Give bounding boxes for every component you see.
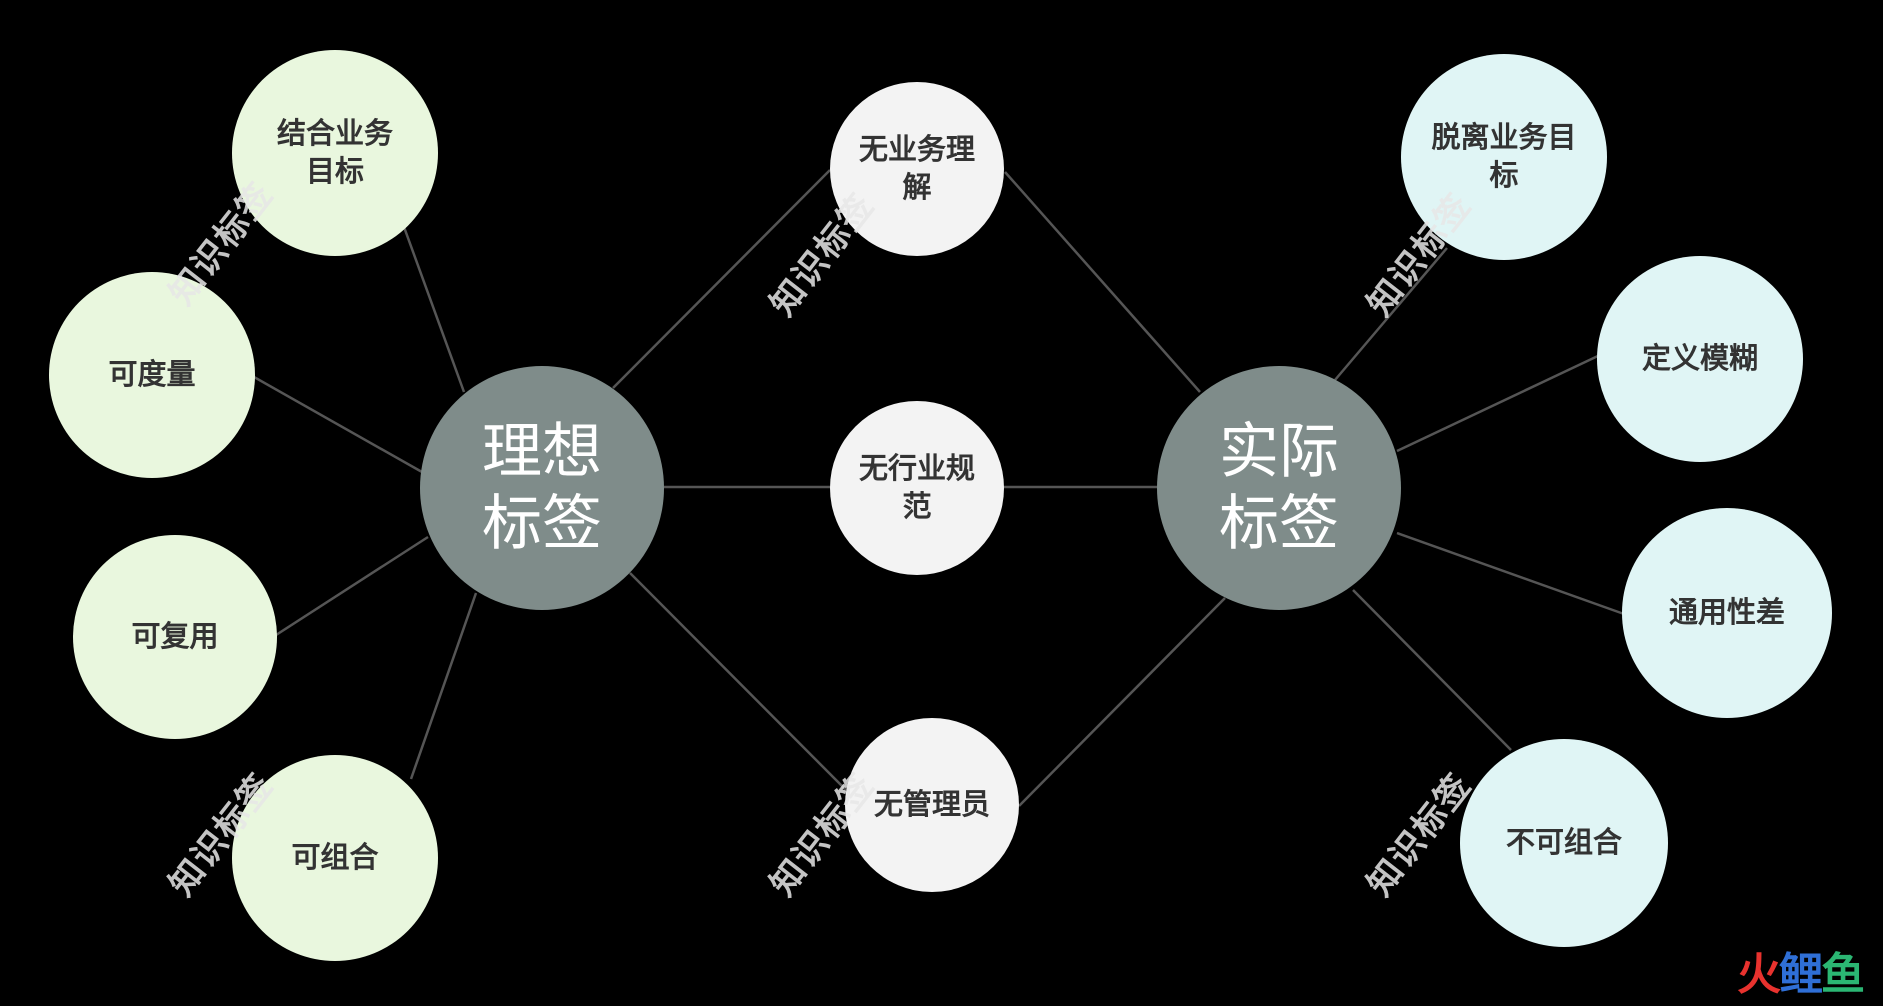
brand-logo: 火鲤鱼 — [1737, 938, 1865, 1002]
node-detached-from-business-goal: 脱离业务目标 — [1401, 54, 1607, 260]
node-label: 通用性差 — [1668, 595, 1785, 630]
line-ideal-to-reusable — [275, 535, 429, 637]
line-actual-to-no-admin — [1018, 597, 1226, 807]
node-measurable: 可度量 — [49, 272, 255, 478]
line-actual-to-vague — [1396, 353, 1601, 453]
hub-ideal-tags: 理想标签 — [420, 366, 664, 610]
node-label: 无业务理解 — [858, 132, 975, 204]
node-label: 脱离业务目标 — [1431, 120, 1577, 192]
logo-part: 火 — [1737, 949, 1781, 1000]
node-no-admin: 无管理员 — [845, 718, 1019, 892]
line-actual-to-not-combinable — [1352, 589, 1512, 751]
node-label: 可复用 — [131, 619, 219, 654]
node-label: 无行业规范 — [858, 451, 975, 523]
node-poor-generality: 通用性差 — [1622, 508, 1832, 718]
hub-label: 实际标签 — [1219, 417, 1339, 559]
line-ideal-to-goal — [402, 226, 466, 393]
line-actual-to-detached — [1334, 247, 1448, 381]
line-actual-to-no-biz-understanding — [1004, 171, 1201, 393]
hub-label: 理想标签 — [482, 417, 602, 559]
node-label: 结合业务目标 — [276, 116, 393, 188]
node-label: 可度量 — [108, 357, 196, 392]
node-label: 定义模糊 — [1641, 341, 1758, 376]
node-no-industry-standard: 无行业规范 — [830, 401, 1004, 575]
hub-actual-tags: 实际标签 — [1157, 366, 1401, 610]
node-label: 可组合 — [291, 840, 379, 875]
logo-part: 鲤 — [1779, 949, 1823, 1000]
node-combinable: 可组合 — [232, 755, 438, 961]
line-ideal-to-measurable — [253, 375, 423, 474]
logo-part: 鱼 — [1821, 949, 1865, 1000]
node-label: 无管理员 — [873, 787, 990, 822]
line-ideal-to-no-biz-understanding — [612, 169, 831, 389]
line-ideal-to-no-admin — [629, 572, 847, 791]
node-vague-definition: 定义模糊 — [1597, 256, 1803, 462]
node-not-combinable: 不可组合 — [1460, 739, 1668, 947]
line-actual-to-poor-generality — [1396, 531, 1625, 616]
node-no-business-understanding: 无业务理解 — [830, 82, 1004, 256]
node-combine-business-goal: 结合业务目标 — [232, 50, 438, 256]
node-reusable: 可复用 — [73, 535, 277, 739]
node-label: 不可组合 — [1505, 825, 1622, 860]
line-ideal-to-combinable — [409, 592, 478, 780]
